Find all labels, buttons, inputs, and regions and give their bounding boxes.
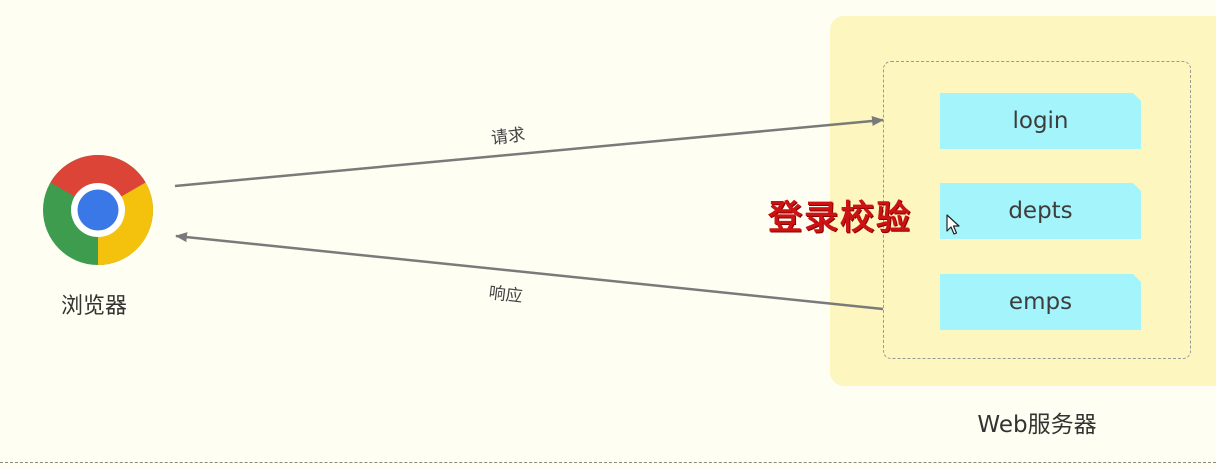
endpoint-depts: depts <box>940 183 1141 239</box>
server-boundary <box>883 61 1191 359</box>
endpoint-label: emps <box>1008 289 1073 315</box>
endpoint-emps: emps <box>940 274 1141 330</box>
web-server-label: Web服务器 <box>977 412 1097 438</box>
chrome-icon <box>43 155 153 265</box>
browser-label: 浏览器 <box>60 294 127 319</box>
request-label: 请求 <box>490 124 527 149</box>
bottom-divider <box>0 462 1216 463</box>
response-arrow <box>175 232 884 311</box>
request-arrow <box>174 116 884 188</box>
response-label: 响应 <box>487 283 524 308</box>
endpoint-label: depts <box>1008 198 1073 224</box>
mouse-cursor-icon <box>946 214 960 235</box>
endpoint-label: login <box>1012 108 1069 134</box>
endpoint-login: login <box>940 93 1141 149</box>
login-check-annotation: 登录校验 <box>768 198 912 238</box>
